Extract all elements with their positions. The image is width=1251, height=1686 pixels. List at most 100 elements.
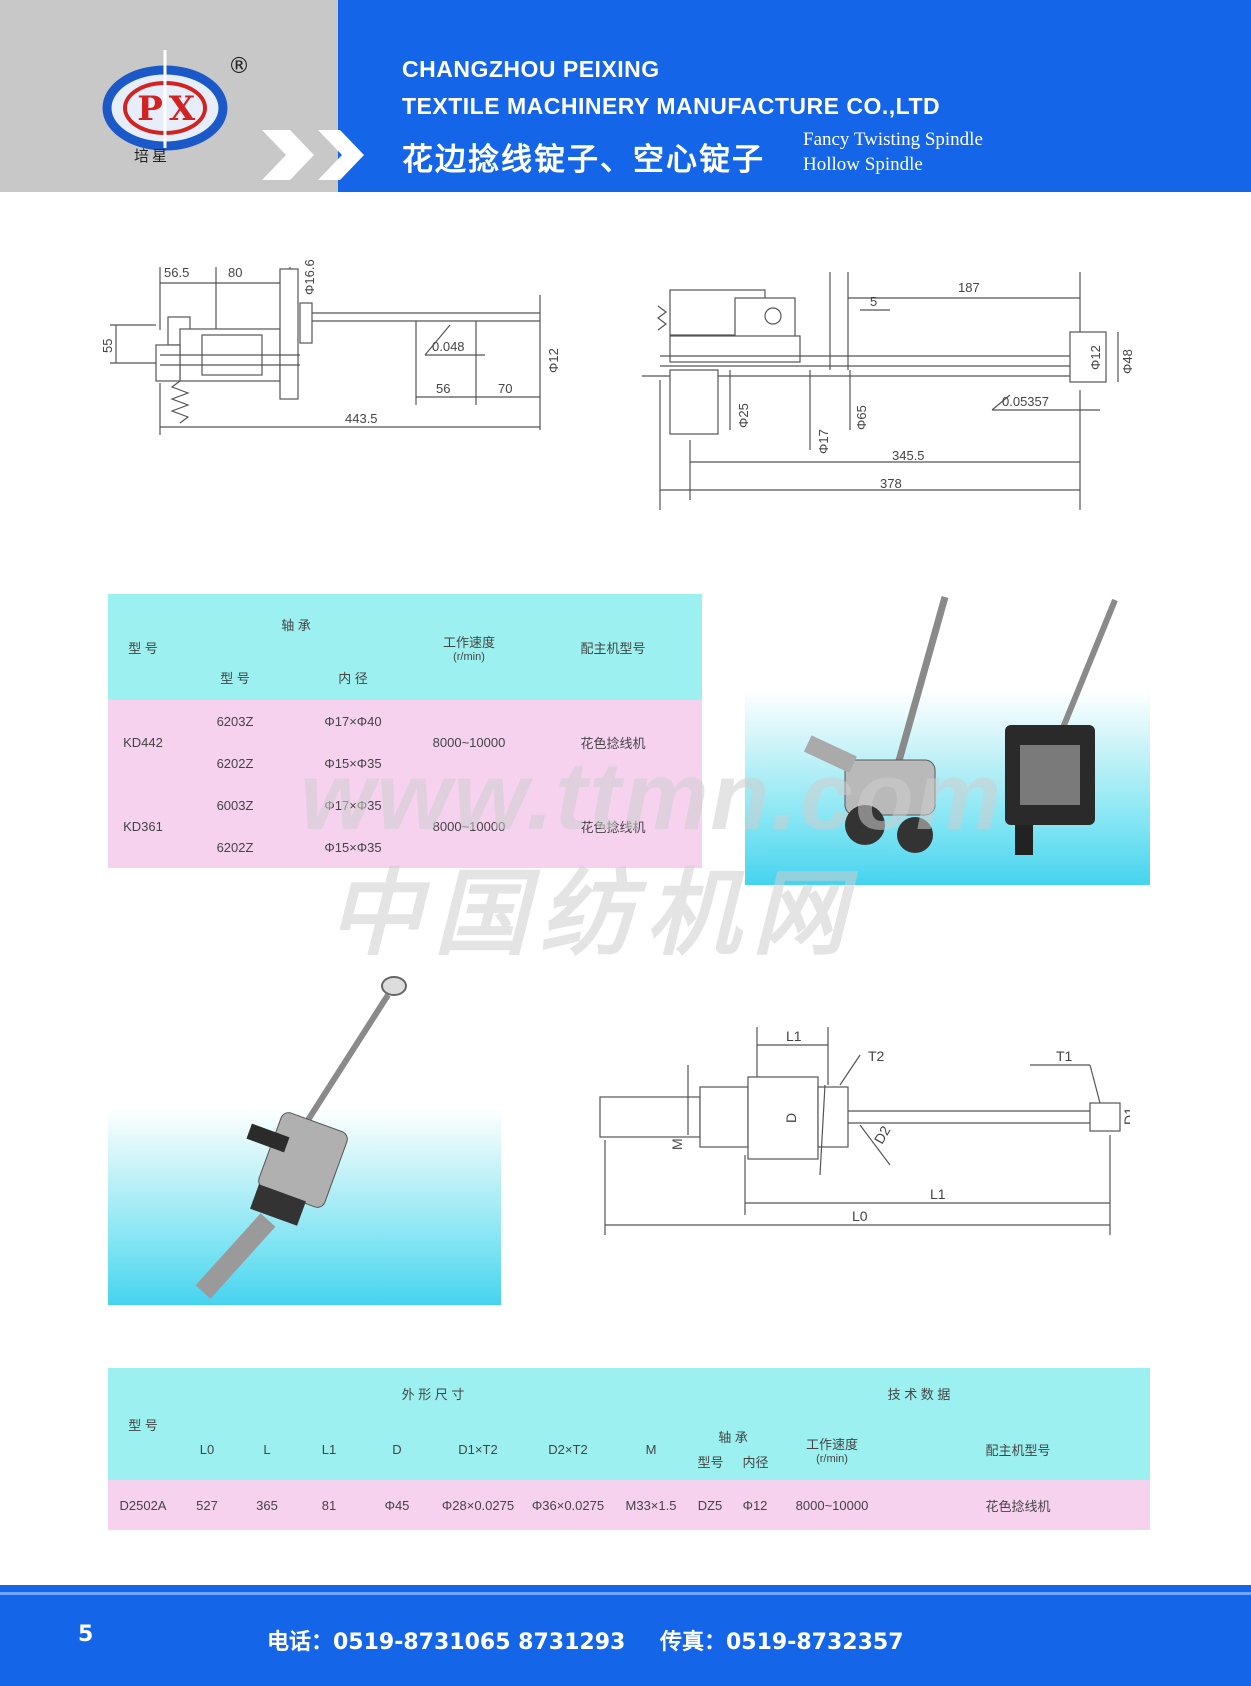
- table-cell: 8000~10000: [778, 1480, 886, 1530]
- table-header: 轴 承 型号内径: [688, 1418, 778, 1480]
- dim-label: Φ25: [736, 403, 751, 428]
- table-cell: 6003Z: [178, 784, 292, 826]
- dim-label: T1: [1056, 1048, 1073, 1064]
- table-cell: M33×1.5: [614, 1480, 688, 1530]
- dim-label: D1: [1121, 1107, 1130, 1125]
- dim-label: Φ12: [546, 348, 561, 373]
- table-header: 型 号: [178, 654, 292, 700]
- header-blue-band: [338, 0, 1251, 192]
- table-cell: Φ17×Φ40: [292, 700, 414, 742]
- svg-text:P: P: [137, 89, 163, 129]
- table-cell: 6202Z: [178, 826, 292, 868]
- table-header: L1: [298, 1418, 360, 1480]
- table-cell: 365: [236, 1480, 298, 1530]
- dim-label: Φ48: [1120, 349, 1135, 374]
- table-header: L0: [178, 1418, 236, 1480]
- watermark-cn: 中国纺机网: [328, 860, 859, 969]
- footer-divider: [0, 1592, 1251, 1595]
- table-cell: KD361: [108, 784, 178, 868]
- dim-label: 378: [880, 476, 902, 491]
- table-cell: Φ28×0.0275: [434, 1480, 522, 1530]
- table-cell: Φ12: [732, 1480, 778, 1530]
- table-cell: Φ17×Φ35: [292, 784, 414, 826]
- hollow-spindle-photo: [195, 976, 407, 1299]
- dim-label: T2: [868, 1048, 885, 1064]
- table-cell: 花色捻线机: [886, 1480, 1150, 1530]
- table-cell: 6202Z: [178, 742, 292, 784]
- footer-fax: 传真：0519-8732357: [660, 1630, 904, 1655]
- kd-spindles-photo: [803, 596, 1118, 855]
- dim-label: D: [783, 1113, 799, 1123]
- dim-label: 0.05357: [1002, 394, 1049, 409]
- table-cell: 527: [178, 1480, 236, 1530]
- dim-label: 56: [436, 381, 450, 396]
- table-header: 型 号: [108, 1368, 178, 1480]
- chevron-arrows-icon: [262, 130, 364, 180]
- table-cell: KD442: [108, 700, 178, 784]
- table-cell: Φ36×0.0275: [522, 1480, 614, 1530]
- footer-band: [0, 1585, 1251, 1686]
- dim-label: Φ12: [1088, 345, 1103, 370]
- company-name-line2: TEXTILE MACHINERY MANUFACTURE CO.,LTD: [402, 93, 941, 119]
- dim-label: 15: [832, 270, 846, 273]
- dim-label: M: [669, 1138, 685, 1150]
- dim-label: 443.5: [345, 411, 378, 426]
- svg-text:X: X: [169, 89, 196, 129]
- product-title-en-2: Hollow Spindle: [803, 154, 923, 175]
- page-number: 5: [78, 1622, 94, 1647]
- dim-label: 80: [228, 265, 242, 280]
- table-header: 配主机型号: [524, 594, 702, 700]
- table-cell: 6203Z: [178, 700, 292, 742]
- logo-caption: 培星: [134, 147, 171, 165]
- product-title-en-1: Fancy Twisting Spindle: [803, 129, 983, 150]
- table-cell: 8000~10000: [414, 784, 524, 868]
- dim-label: D2: [871, 1123, 894, 1147]
- table-cell: DZ5: [688, 1480, 732, 1530]
- d2502a-technical-drawing: L1 T2 T1 D1 D2 D M L1 L0: [599, 1027, 1130, 1235]
- dim-label: 0.048: [432, 339, 465, 354]
- dim-label: Φ16.6: [302, 259, 317, 295]
- table-header: 配主机型号: [886, 1418, 1150, 1480]
- watermark-url: www.ttmn.com: [300, 743, 1004, 850]
- table-header: 技 术 数 据: [688, 1368, 1150, 1418]
- table-cell: 81: [298, 1480, 360, 1530]
- table-header: 工作速度(r/min): [414, 594, 524, 700]
- dim-label: L1: [786, 1028, 802, 1044]
- table-cell: Φ15×Φ35: [292, 826, 414, 868]
- table-header: 轴 承: [178, 594, 414, 654]
- table-cell: Φ15×Φ35: [292, 742, 414, 784]
- table-cell: 花色捻线机: [524, 700, 702, 784]
- table-cell: 8000~10000: [414, 700, 524, 784]
- dim-label: 187: [958, 280, 980, 295]
- company-logo: P X: [102, 50, 228, 151]
- table-header: 型 号: [108, 594, 178, 700]
- table-header: 内 径: [292, 654, 414, 700]
- dim-label: 55: [100, 339, 115, 353]
- dim-label: Φ65: [854, 405, 869, 430]
- table-header: M: [614, 1418, 688, 1480]
- table-header: 工作速度(r/min): [778, 1418, 886, 1480]
- dim-label: Φ17: [816, 429, 831, 454]
- dim-label: L1: [930, 1186, 946, 1202]
- footer-phone: 电话：0519-8731065 8731293: [267, 1630, 626, 1655]
- table-header: 外 形 尺 寸: [178, 1368, 688, 1418]
- table-cell: Φ45: [360, 1480, 434, 1530]
- dim-label: L0: [852, 1208, 868, 1224]
- table-cell: D2502A: [108, 1480, 178, 1530]
- dim-label: 56.5: [164, 265, 189, 280]
- d2502a-spec-table: 型 号 外 形 尺 寸 技 术 数 据 L0 L L1 D D1×T2 D2×T…: [108, 1368, 1150, 1530]
- product-title-cn: 花边捻线锭子、空心锭子: [402, 142, 765, 178]
- kd442-technical-drawing: 56.5 80 Φ16.6 55 Φ12 0.048 56 70 443.5: [100, 259, 561, 435]
- kd-spindle-spec-table: 型 号 轴 承 工作速度(r/min) 配主机型号 型 号 内 径 KD442 …: [108, 594, 702, 868]
- table-header: D1×T2: [434, 1418, 522, 1480]
- dim-label: 70: [498, 381, 512, 396]
- dim-label: 5: [870, 294, 877, 309]
- table-header: L: [236, 1418, 298, 1480]
- kd361-technical-drawing: 15 187 5 Φ12 Φ48 Φ25 Φ17 Φ65 0.05357 345…: [642, 270, 1135, 510]
- registered-mark: ®: [228, 54, 250, 79]
- table-cell: 花色捻线机: [524, 784, 702, 868]
- dim-label: 345.5: [892, 448, 925, 463]
- table-header: D2×T2: [522, 1418, 614, 1480]
- company-name-line1: CHANGZHOU PEIXING: [402, 56, 660, 82]
- table-header: D: [360, 1418, 434, 1480]
